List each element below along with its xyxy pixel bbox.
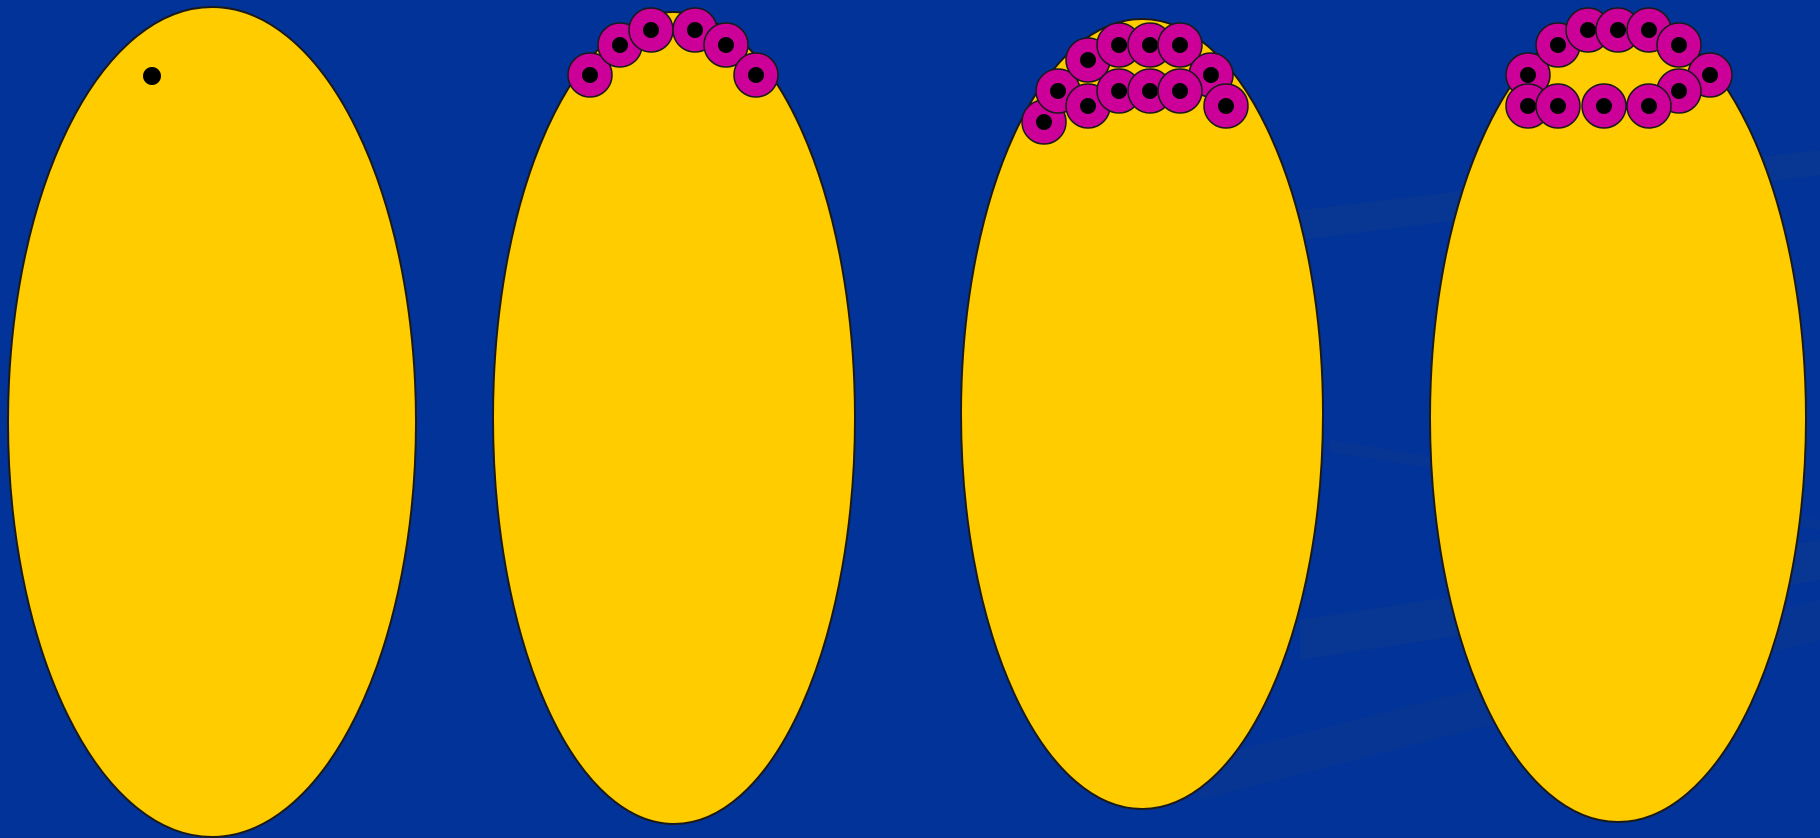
cell-nucleus — [1142, 83, 1158, 99]
cell-nucleus — [643, 22, 659, 38]
cell-nucleus — [1580, 22, 1596, 38]
cell-nucleus — [1203, 67, 1219, 83]
cell-nucleus — [582, 67, 598, 83]
egg-stage-2 — [493, 8, 855, 824]
cell-nucleus — [1111, 83, 1127, 99]
cell-nucleus — [1218, 98, 1234, 114]
egg-stage-3 — [961, 19, 1323, 809]
egg — [493, 12, 855, 824]
cell-nucleus — [1036, 114, 1052, 130]
cell-nucleus — [1111, 37, 1127, 53]
egg-stage-4 — [1430, 8, 1806, 822]
cell-nucleus — [1550, 37, 1566, 53]
cell-nucleus — [1702, 67, 1718, 83]
nucleus — [143, 67, 161, 85]
cell — [1582, 84, 1626, 128]
cell-nucleus — [1671, 37, 1687, 53]
cell — [1627, 84, 1671, 128]
cell-nucleus — [1050, 83, 1066, 99]
cell-nucleus — [612, 37, 628, 53]
cell-nucleus — [1520, 67, 1536, 83]
cell — [1204, 84, 1248, 128]
cell-nucleus — [1610, 22, 1626, 38]
cell-nucleus — [1550, 98, 1566, 114]
cell-nucleus — [1172, 37, 1188, 53]
cell — [734, 53, 778, 97]
cell-nucleus — [687, 22, 703, 38]
cell-nucleus — [718, 37, 734, 53]
cell-nucleus — [1520, 98, 1536, 114]
cell-nucleus — [1080, 98, 1096, 114]
cell-nucleus — [1641, 22, 1657, 38]
egg — [1430, 14, 1806, 822]
cell-nucleus — [748, 67, 764, 83]
cell — [1536, 84, 1580, 128]
egg-stage-1 — [8, 7, 416, 837]
cell-nucleus — [1080, 52, 1096, 68]
cell-nucleus — [1172, 83, 1188, 99]
cell-nucleus — [1142, 37, 1158, 53]
cell — [1158, 69, 1202, 113]
cell-nucleus — [1671, 83, 1687, 99]
egg — [961, 19, 1323, 809]
cell-nucleus — [1596, 98, 1612, 114]
cell — [629, 8, 673, 52]
egg — [8, 7, 416, 837]
cell-nucleus — [1641, 98, 1657, 114]
